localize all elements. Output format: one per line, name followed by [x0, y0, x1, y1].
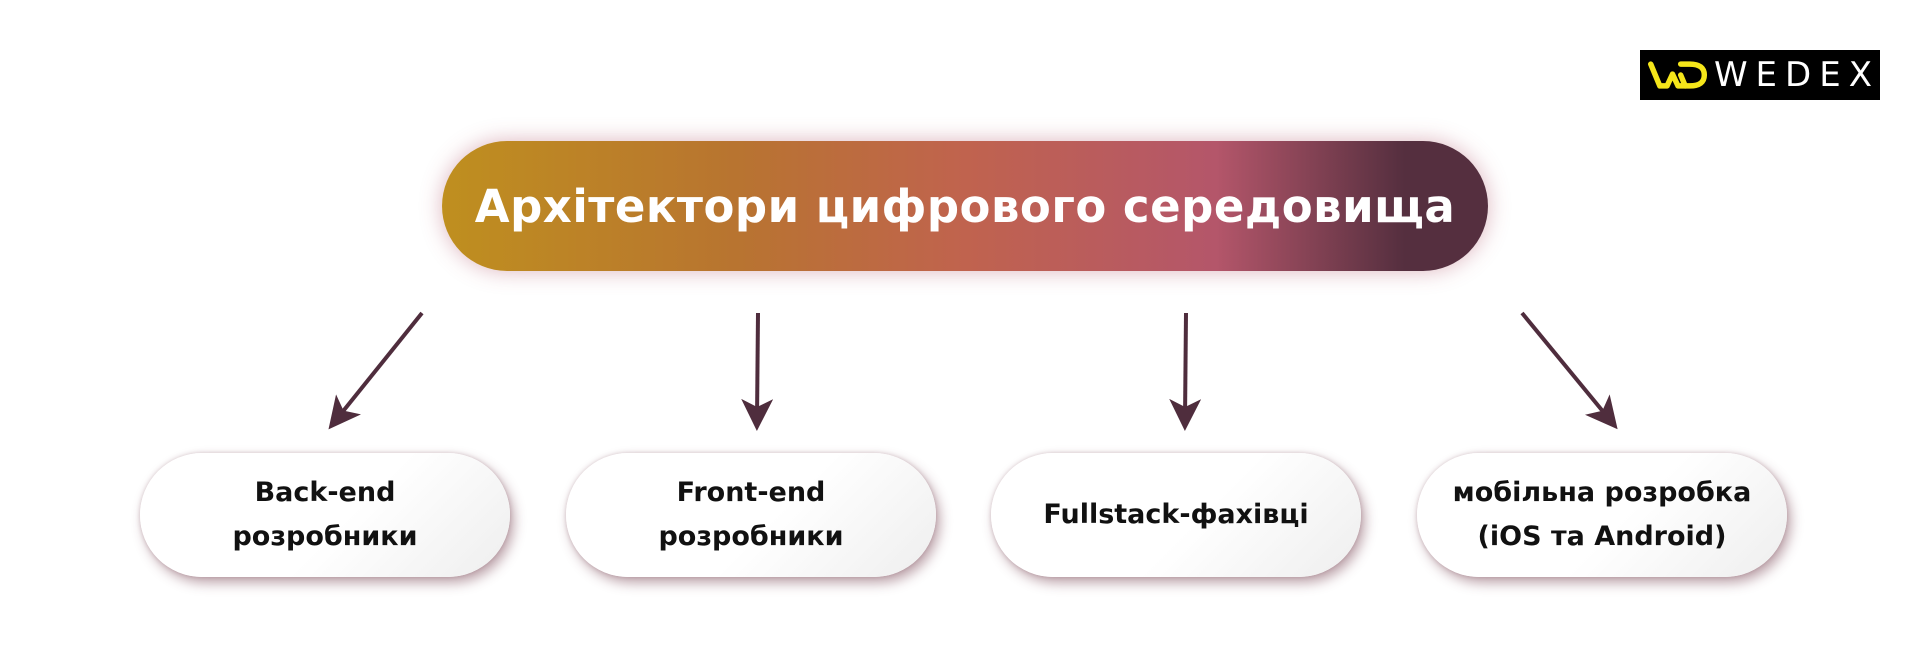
- wedex-logo: WEDEX: [1640, 50, 1880, 100]
- node-back-end: Back-end розробники: [140, 453, 510, 577]
- arrow-to-fullstack: [1169, 312, 1202, 431]
- node-back-end-label: Back-end розробники: [232, 477, 418, 552]
- root-node-label: Архітектори цифрового середовища: [474, 179, 1456, 233]
- arrow-to-front-end: [741, 312, 774, 431]
- node-mobile-label: мобільна розробка (iOS та Android): [1452, 477, 1752, 552]
- node-fullstack: Fullstack-фахівці: [991, 453, 1361, 577]
- arrow-to-mobile: [1520, 311, 1618, 430]
- logo-wordmark: WEDEX: [1713, 55, 1880, 95]
- node-front-end-label: Front-end розробники: [658, 477, 844, 552]
- wedex-logo-mark-icon: [1648, 61, 1708, 89]
- node-mobile: мобільна розробка (iOS та Android): [1417, 453, 1787, 577]
- node-front-end: Front-end розробники: [566, 453, 936, 577]
- root-node: Архітектори цифрового середовища: [442, 141, 1488, 271]
- arrow-to-back-end: [328, 311, 424, 430]
- node-fullstack-label: Fullstack-фахівці: [1043, 499, 1309, 530]
